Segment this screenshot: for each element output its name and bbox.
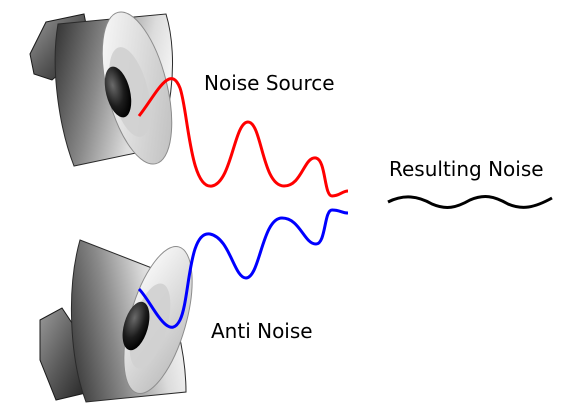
top-speaker-icon [29, 11, 174, 167]
top-speaker-dust-cap [104, 66, 132, 118]
resulting-noise-wave [387, 195, 553, 209]
noise-source-label: Noise Source [204, 71, 335, 95]
noise-wave [137, 77, 349, 198]
anti-noise-wave [137, 208, 349, 329]
anti-noise-label: Anti Noise [211, 319, 313, 343]
bottom-speaker-icon [39, 239, 193, 403]
bottom-speaker-dust-cap [122, 301, 150, 351]
resulting-noise-label: Resulting Noise [389, 157, 544, 181]
bottom-speaker-inner-cone [129, 283, 171, 369]
